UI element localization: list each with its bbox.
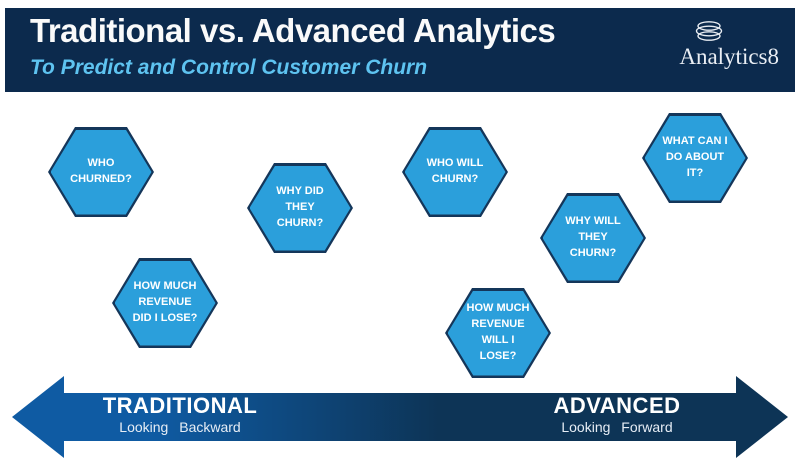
hexagon-label: WHAT CAN I DO ABOUT IT?: [662, 135, 728, 179]
hexagon-who-will-churn: WHO WILL CHURN?: [402, 127, 508, 217]
hexagon-label: WHY WILL THEY CHURN?: [565, 215, 621, 259]
hexagon-how-much-revenue-did-i-lose: HOW MUCH REVENUE DID I LOSE?: [112, 258, 218, 348]
page-title: Traditional vs. Advanced Analytics: [30, 12, 556, 49]
hexagon-label: WHO CHURNED?: [70, 157, 132, 185]
hexagon-label: WHO WILL CHURN?: [426, 157, 484, 185]
axis-subtitle-traditional: Looking Backward: [119, 419, 241, 436]
axis-label-advanced: ADVANCED Looking Forward: [507, 393, 727, 436]
axis-label-traditional: TRADITIONAL Looking Backward: [70, 393, 290, 436]
hexagon-what-can-i-do-about-it: WHAT CAN I DO ABOUT IT?: [642, 113, 748, 203]
hexagon-label: WHY DID THEY CHURN?: [276, 185, 324, 229]
hexagon-who-churned: WHO CHURNED?: [48, 127, 154, 217]
page-subtitle: To Predict and Control Customer Churn: [30, 56, 428, 79]
hexagon-how-much-revenue-will-i-lose: HOW MUCH REVENUE WILL I LOSE?: [445, 288, 551, 378]
axis-title-traditional: TRADITIONAL: [102, 393, 258, 418]
double-arrow-shape: [12, 376, 788, 458]
logo-text: Analytics8: [679, 44, 779, 69]
axis-subtitle-advanced: Looking Forward: [561, 419, 673, 436]
hexagon-label: HOW MUCH REVENUE WILL I LOSE?: [466, 302, 530, 362]
header: Traditional vs. Advanced Analytics To Pr…: [5, 8, 795, 92]
hexagon-label: HOW MUCH REVENUE DID I LOSE?: [132, 280, 198, 324]
analytics8-logo: Analytics8: [679, 20, 779, 68]
yarn-sphere-icon: [696, 21, 723, 41]
axis-title-advanced: ADVANCED: [553, 393, 681, 418]
hexagon-why-will-they-churn: WHY WILL THEY CHURN?: [540, 193, 646, 283]
hexagon-why-did-they-churn: WHY DID THEY CHURN?: [247, 163, 353, 253]
